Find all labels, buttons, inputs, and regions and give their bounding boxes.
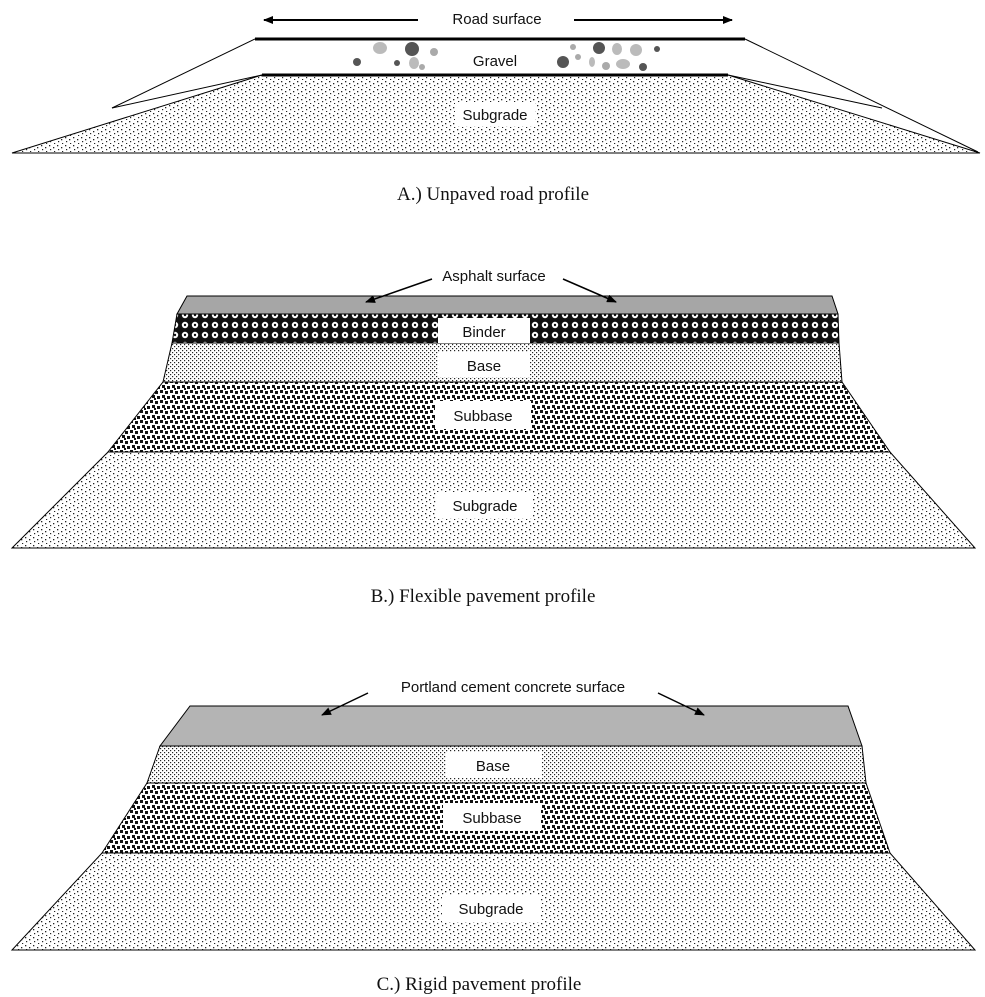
gravel-right-shoulder [727, 74, 883, 109]
asphalt-arrow-right [562, 278, 617, 303]
subbase-label-box [435, 401, 531, 429]
panel-a-unpaved-road: Road surface Gravel Subgrade A.) Unpaved… [11, 11, 981, 205]
binder-label: Binder [462, 324, 505, 341]
panel-c-caption: C.) Rigid pavement profile [377, 974, 582, 995]
gravel-stones [353, 42, 660, 71]
concrete-arrow-left [321, 692, 369, 716]
subgrade-label-box [437, 492, 533, 518]
asphalt-surface-layer [176, 295, 839, 315]
base-label: Base [476, 758, 510, 775]
panel-b-caption: B.) Flexible pavement profile [371, 586, 596, 607]
binder-label-box [438, 318, 530, 343]
subbase-label: Subbase [453, 408, 512, 425]
gravel-label: Gravel [473, 53, 517, 70]
panel-b-flexible-pavement: Asphalt surface Binder Base Subbase Subg… [10, 268, 977, 607]
panel-a-caption: A.) Unpaved road profile [397, 184, 589, 205]
concrete-arrow-right [657, 692, 705, 716]
subgrade-label: Subgrade [458, 901, 523, 918]
base-label: Base [467, 358, 501, 375]
subbase-label: Subbase [462, 810, 521, 827]
gravel-left-edge [111, 38, 256, 109]
road-surface-label: Road surface [452, 11, 541, 28]
concrete-surface-label: Portland cement concrete surface [401, 679, 625, 696]
subgrade-label-box [442, 895, 540, 922]
asphalt-arrow-left [365, 278, 433, 303]
base-label-box [438, 352, 530, 377]
gravel-left-shoulder [111, 74, 263, 109]
panel-c-rigid-pavement: Portland cement concrete surface Base Su… [10, 679, 977, 995]
asphalt-surface-label: Asphalt surface [442, 268, 545, 285]
subgrade-label: Subgrade [452, 498, 517, 515]
concrete-surface-layer [159, 705, 863, 747]
base-label-box [446, 752, 542, 778]
subgrade-label-box [455, 102, 535, 126]
subgrade-label: Subgrade [462, 107, 527, 124]
subbase-label-box [443, 803, 541, 831]
gravel-right-edge [744, 38, 979, 153]
